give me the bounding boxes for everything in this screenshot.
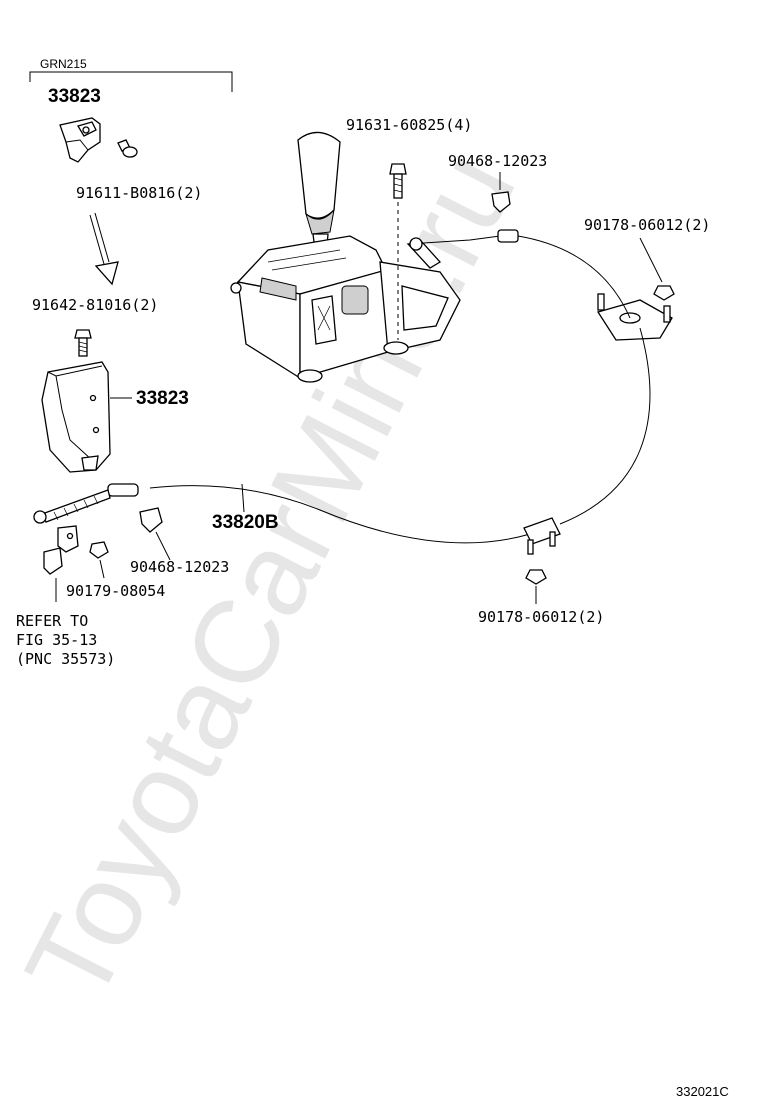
callout-nut-90179: 90179-08054 bbox=[66, 582, 165, 600]
clamp-left-icon bbox=[43, 525, 79, 575]
bracket-lower-part bbox=[41, 361, 111, 473]
bolt-91642-icon bbox=[74, 329, 92, 357]
bolt-91611-icon bbox=[117, 139, 138, 158]
bolt-91631-icon bbox=[389, 163, 407, 199]
shift-lever-assembly bbox=[230, 131, 461, 383]
callout-bolt-91631: 91631-60825(4) bbox=[346, 116, 472, 134]
reference-note-line1: REFER TO bbox=[16, 612, 88, 630]
leader-nut-90179 bbox=[99, 559, 105, 579]
nut-lower-icon bbox=[525, 569, 547, 585]
callout-nut-lower: 90178-06012(2) bbox=[478, 608, 604, 626]
bracket-top-part bbox=[59, 117, 101, 163]
nut-upper-icon bbox=[653, 285, 675, 301]
callout-bolt-91611: 91611-B0816(2) bbox=[76, 184, 202, 202]
variant-bracket bbox=[29, 71, 233, 92]
reference-note-line3: (PNC 35573) bbox=[16, 650, 115, 668]
cable-plate-upper bbox=[596, 293, 673, 341]
callout-cable: 33820B bbox=[212, 512, 279, 533]
direction-arrow bbox=[89, 212, 119, 286]
variant-label: GRN215 bbox=[40, 57, 87, 71]
clip-upper-icon bbox=[491, 191, 511, 213]
leader-nut-upper bbox=[639, 237, 663, 283]
callout-nut-upper: 90178-06012(2) bbox=[584, 216, 710, 234]
leader-cable bbox=[241, 483, 245, 513]
callout-bracket-lower: 33823 bbox=[136, 388, 189, 409]
cable-33820b bbox=[33, 229, 651, 544]
nut-90179-icon bbox=[89, 541, 109, 559]
leader-clip-lower bbox=[155, 531, 171, 561]
callout-clip-upper: 90468-12023 bbox=[448, 152, 547, 170]
callout-bolt-91642: 91642-81016(2) bbox=[32, 296, 158, 314]
callout-bracket-top: 33823 bbox=[48, 86, 101, 107]
callout-clip-lower: 90468-12023 bbox=[130, 558, 229, 576]
cable-plate-lower bbox=[523, 517, 561, 555]
figure-id: 332021C bbox=[676, 1084, 729, 1099]
clip-lower-icon bbox=[139, 507, 163, 533]
reference-note-line2: FIG 35-13 bbox=[16, 631, 97, 649]
